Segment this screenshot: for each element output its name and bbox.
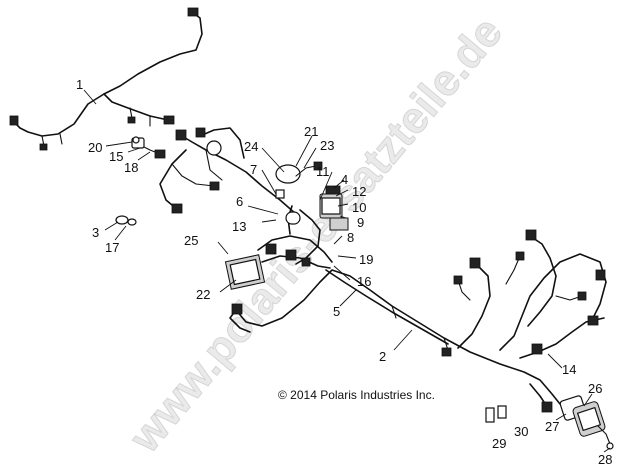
central-module-block xyxy=(285,185,349,265)
callout-4: 4 xyxy=(341,172,348,187)
rear-harness-1 xyxy=(9,7,203,151)
callout-21: 21 xyxy=(304,124,318,139)
callout-13: 13 xyxy=(232,219,246,234)
callout-labels: 1 2 3 4 5 6 7 8 9 10 11 12 13 14 15 16 1… xyxy=(76,77,612,467)
module-21 xyxy=(275,161,323,199)
callout-19: 19 xyxy=(359,252,373,267)
callout-23: 23 xyxy=(320,138,334,153)
callout-7: 7 xyxy=(250,162,257,177)
callout-27: 27 xyxy=(545,419,559,434)
front-harness-cluster xyxy=(159,127,297,215)
callout-18: 18 xyxy=(124,160,138,175)
callout-1: 1 xyxy=(76,77,83,92)
parts-29-30 xyxy=(485,405,507,423)
callout-25: 25 xyxy=(184,233,198,248)
callout-8: 8 xyxy=(347,230,354,245)
connector-parts-15-18-20 xyxy=(131,136,166,159)
callout-3: 3 xyxy=(92,225,99,240)
callout-10: 10 xyxy=(352,200,366,215)
callout-20: 20 xyxy=(88,140,102,155)
callout-29: 29 xyxy=(492,436,506,451)
parts-3-17 xyxy=(115,215,137,226)
callout-11: 11 xyxy=(316,164,330,179)
callout-15: 15 xyxy=(109,149,123,164)
callout-9: 9 xyxy=(357,215,364,230)
callout-22: 22 xyxy=(196,287,210,302)
callout-14: 14 xyxy=(562,362,576,377)
parts-26-27-28 xyxy=(559,395,614,450)
callout-5: 5 xyxy=(333,304,340,319)
callout-17: 17 xyxy=(105,240,119,255)
callout-28: 28 xyxy=(598,452,612,467)
callout-6: 6 xyxy=(236,194,243,209)
callout-12: 12 xyxy=(352,184,366,199)
callout-24: 24 xyxy=(244,139,258,154)
callout-16: 16 xyxy=(357,274,371,289)
callout-30: 30 xyxy=(514,424,528,439)
main-harness-2 xyxy=(229,269,561,405)
copyright-notice: © 2014 Polaris Industries Inc. xyxy=(278,388,435,402)
front-harness-14 xyxy=(453,229,607,413)
callout-2: 2 xyxy=(379,349,386,364)
callout-26: 26 xyxy=(588,381,602,396)
leader-lines xyxy=(83,89,611,453)
